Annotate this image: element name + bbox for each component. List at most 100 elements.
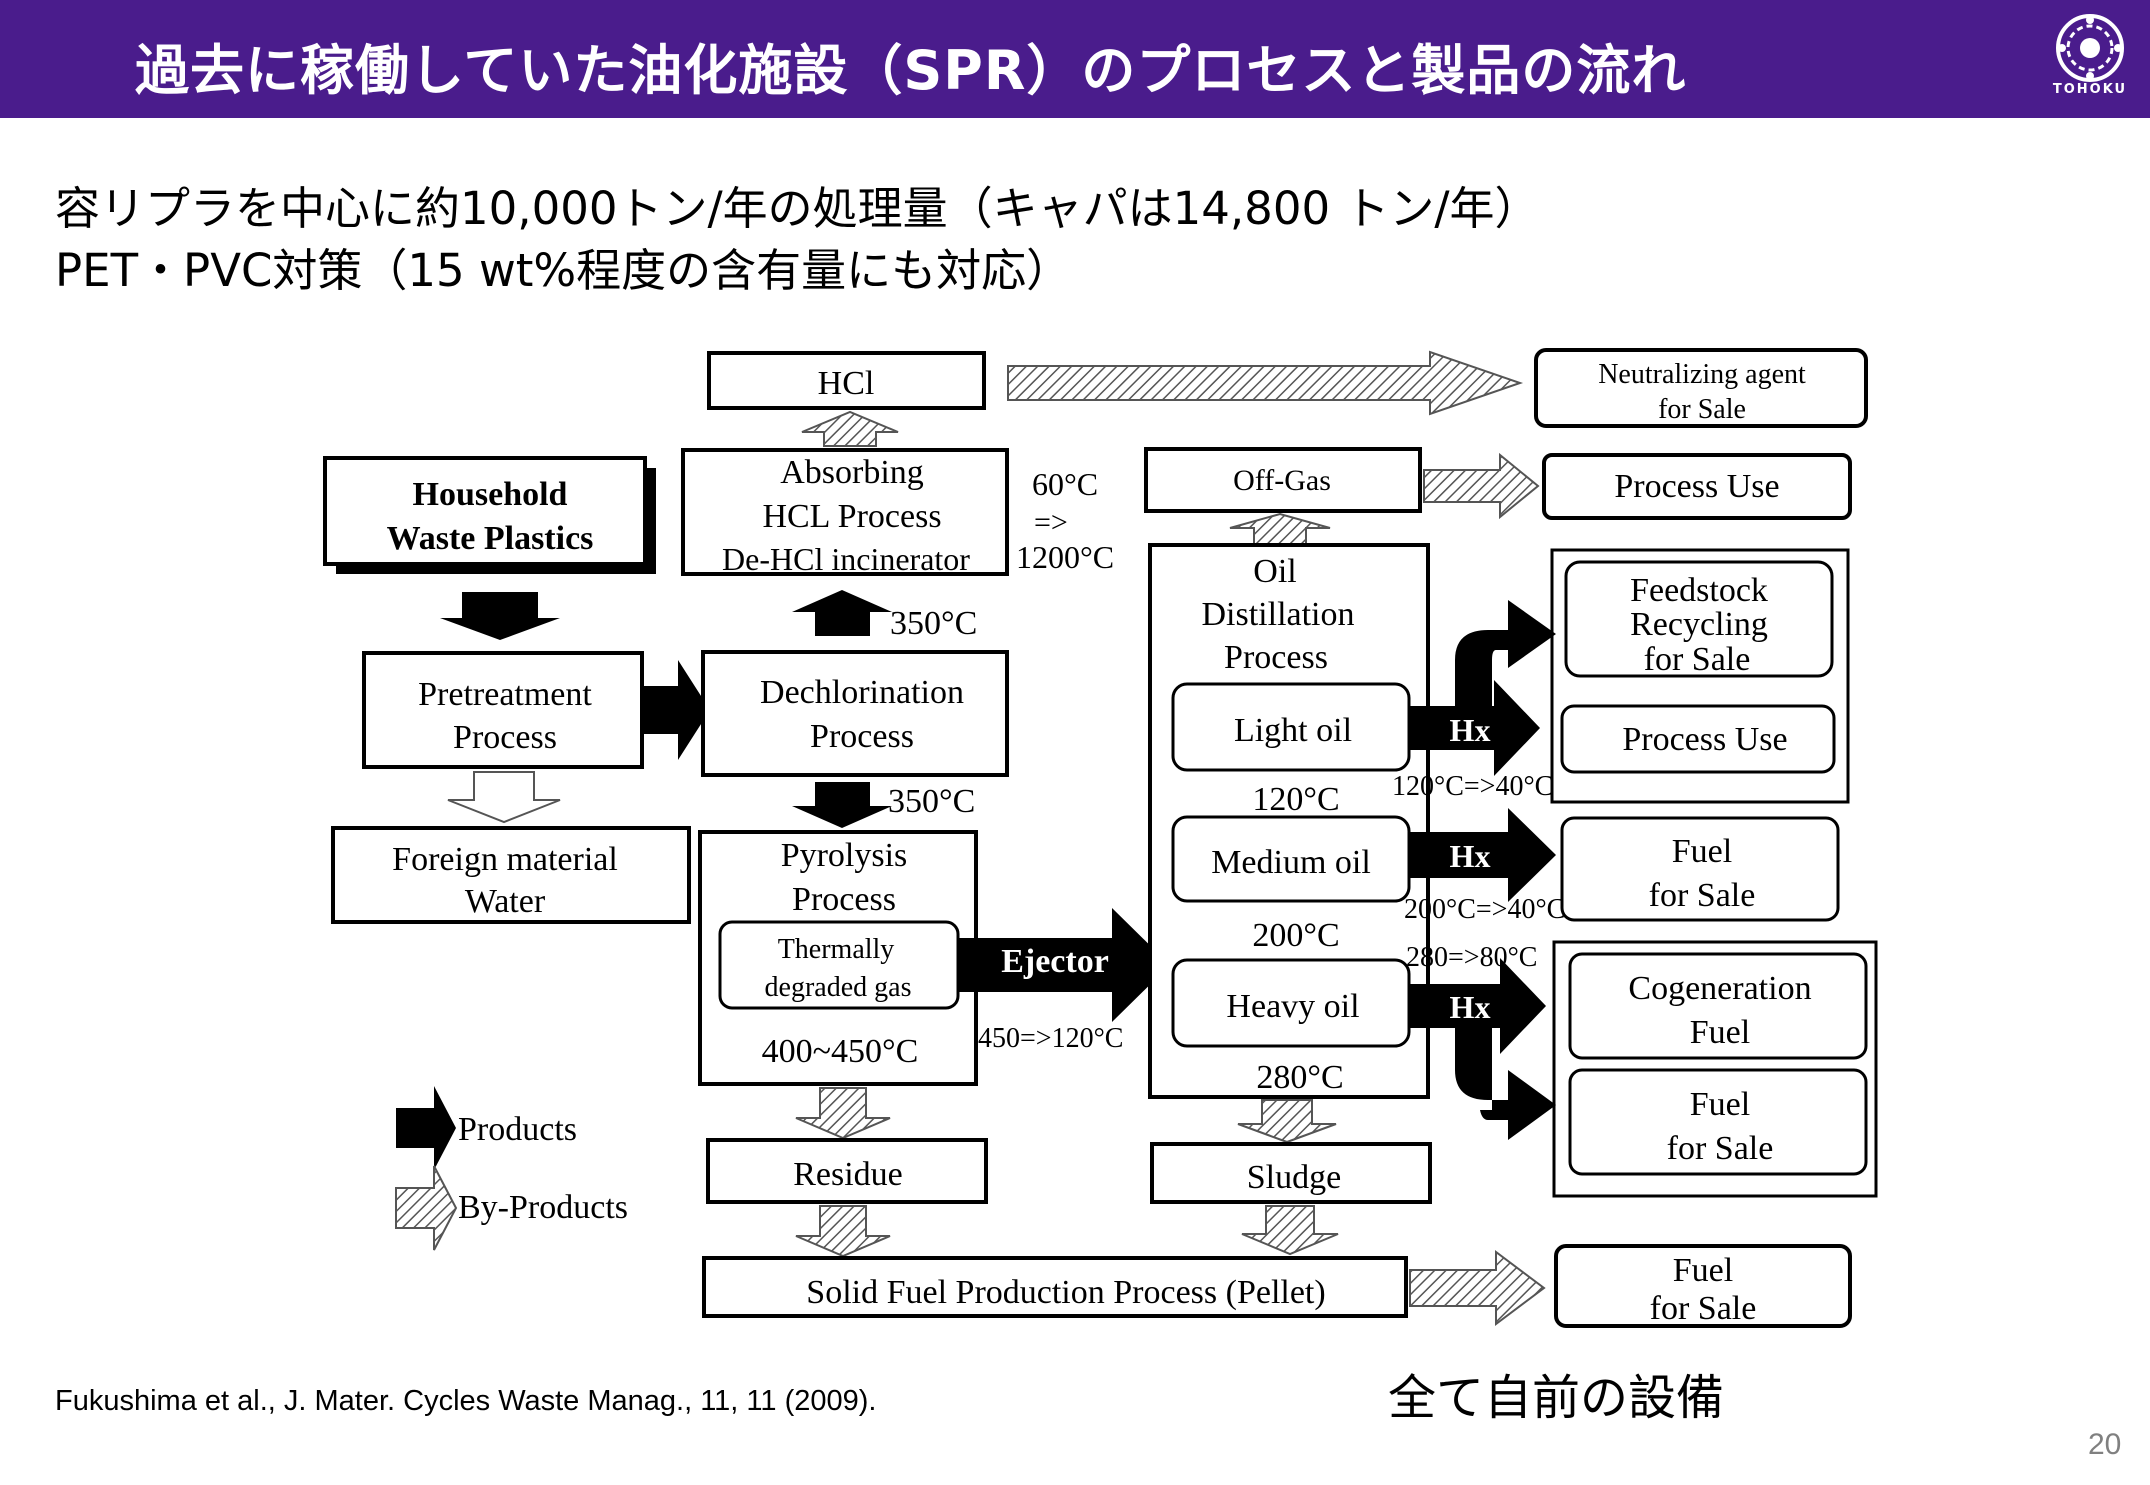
svg-text:for Sale: for Sale <box>1658 394 1746 425</box>
note-own-equipment: 全て自前の設備 <box>1388 1370 1725 1426</box>
svg-text:for Sale: for Sale <box>1649 877 1756 914</box>
svg-text:Pretreatment: Pretreatment <box>418 676 592 713</box>
hcl-box: HCl <box>707 351 986 410</box>
legend-products-icon <box>396 1086 456 1170</box>
svg-text:Solid Fuel Production Process: Solid Fuel Production Process (Pellet) <box>806 1274 1325 1311</box>
citation: Fukushima et al., J. Mater. Cycles Waste… <box>55 1385 877 1417</box>
arrow-offgas-processuse <box>1423 452 1540 520</box>
sludge-box: Sludge <box>1150 1142 1432 1204</box>
subtitle-line-1: 容リプラを中心に約10,000トン/年の処理量（キャパは14,800 トン/年） <box>55 182 1540 235</box>
svg-text:Off-Gas: Off-Gas <box>1233 464 1331 497</box>
svg-text:Heavy oil: Heavy oil <box>1226 988 1359 1025</box>
svg-text:Process: Process <box>1224 639 1328 676</box>
svg-text:Dechlorination: Dechlorination <box>760 674 964 711</box>
svg-text:Foreign material: Foreign material <box>392 841 618 878</box>
arrow-oil-sludge <box>1237 1099 1337 1144</box>
svg-text:for Sale: for Sale <box>1650 1290 1757 1327</box>
svg-text:Process: Process <box>810 718 914 755</box>
svg-text:for Sale: for Sale <box>1644 641 1751 678</box>
fuel-sale-1-box: Fuel for Sale <box>1560 816 1840 922</box>
offgas-box: Off-Gas <box>1144 447 1422 513</box>
process-use-top-box: Process Use <box>1542 453 1852 520</box>
svg-text:Thermally: Thermally <box>778 934 895 965</box>
pyrolysis-box: Pyrolysis Process Thermally degraded gas… <box>698 830 978 1086</box>
svg-text:Feedstock: Feedstock <box>1630 572 1768 609</box>
svg-text:degraded gas: degraded gas <box>765 972 912 1003</box>
arrow-pretreatment-foreign <box>447 771 561 824</box>
svg-text:Recycling: Recycling <box>1630 606 1768 643</box>
pretreatment-box: Pretreatment Process <box>362 651 644 769</box>
hx-branch-up <box>1455 600 1556 706</box>
logo-text: TOHOKU <box>2052 82 2128 97</box>
arrow-pyrolysis-residue <box>795 1087 891 1140</box>
svg-text:Fuel: Fuel <box>1672 833 1732 870</box>
hx-branch-down <box>1455 1028 1556 1140</box>
svg-text:Pyrolysis: Pyrolysis <box>781 837 908 874</box>
legend-byproducts-label: By-Products <box>458 1189 628 1226</box>
process-use-mid-box: Process Use <box>1560 704 1836 774</box>
temp-350-down: 350°C <box>888 783 975 820</box>
hx-label-light: Hx <box>1450 712 1491 748</box>
foreign-material-box: Foreign material Water <box>331 826 691 924</box>
slide-title: 過去に稼働していた油化施設（SPR）のプロセスと製品の流れ <box>135 39 1687 102</box>
residue-box: Residue <box>706 1138 988 1204</box>
hx-label-medium: Hx <box>1450 838 1491 874</box>
temp-200: 200°C <box>1252 917 1339 954</box>
svg-text:Fuel: Fuel <box>1690 1086 1750 1123</box>
svg-text:Residue: Residue <box>793 1156 903 1193</box>
hx-arrow-medium <box>1408 808 1556 902</box>
svg-text:HCl: HCl <box>818 365 875 402</box>
hx-arrow-light <box>1408 680 1540 776</box>
svg-text:Oil: Oil <box>1253 553 1296 590</box>
svg-text:De-HCl incinerator: De-HCl incinerator <box>722 541 970 577</box>
legend-byproducts-icon <box>395 1165 458 1251</box>
svg-text:Process Use: Process Use <box>1614 468 1779 505</box>
medium-oil-box: Medium oil <box>1171 815 1411 903</box>
arrow-hcl-neutralizing <box>1007 350 1524 416</box>
svg-text:400~450°C: 400~450°C <box>762 1033 919 1070</box>
dechlorination-box: Dechlorination Process <box>701 650 1009 777</box>
cogeneration-box: Cogeneration Fuel <box>1568 952 1868 1060</box>
arrow-dechlorination-absorbing <box>792 590 892 636</box>
arrow-residue-solidfuel <box>795 1205 891 1258</box>
arrow-absorbing-hcl <box>801 410 899 447</box>
fuel-sale-3-box: Fuel for Sale <box>1554 1244 1852 1328</box>
svg-text:Absorbing: Absorbing <box>780 454 924 491</box>
absorbing-box: Absorbing HCL Process De-HCl incinerator <box>681 448 1009 577</box>
arrow-oil-offgas <box>1229 512 1331 545</box>
hx-arrow-heavy <box>1408 958 1546 1054</box>
ejector-arrow <box>958 908 1170 1022</box>
svg-text:HCL Process: HCL Process <box>762 498 941 535</box>
arrow-pretreatment-dechlorination <box>644 660 710 760</box>
svg-text:Process: Process <box>792 881 896 918</box>
arrow-solidfuel-fuelsale <box>1409 1250 1546 1326</box>
svg-text:Sludge: Sludge <box>1247 1159 1341 1196</box>
page-number: 20 <box>2088 1428 2122 1461</box>
svg-text:Household: Household <box>413 476 568 513</box>
ejector-label: Ejector <box>1001 943 1109 980</box>
temp-350-up: 350°C <box>890 605 977 642</box>
svg-text:Medium oil: Medium oil <box>1211 844 1371 881</box>
hx-light-temp: 120°C=>40°C <box>1392 771 1553 802</box>
hx-medium-temp: 200°C=>40°C <box>1404 894 1565 925</box>
heavy-oil-box: Heavy oil <box>1171 958 1411 1048</box>
household-box: Household Waste Plastics <box>323 456 656 574</box>
neutralizing-box: Neutralizing agent for Sale <box>1534 348 1868 428</box>
svg-text:Distillation: Distillation <box>1202 596 1355 633</box>
hx-label-heavy: Hx <box>1450 989 1491 1025</box>
group-heavy-oil-products <box>1552 940 1878 1198</box>
header-bar <box>0 0 2150 118</box>
svg-text:Process Use: Process Use <box>1622 721 1787 758</box>
temp-ejector: 450=>120°C <box>978 1023 1123 1054</box>
arrow-sludge-solidfuel <box>1241 1205 1339 1256</box>
svg-text:for Sale: for Sale <box>1667 1130 1774 1167</box>
group-light-oil-products <box>1550 548 1850 804</box>
temp-arrow-text: => <box>1034 506 1068 539</box>
svg-text:Waste Plastics: Waste Plastics <box>387 520 594 557</box>
light-oil-box: Light oil <box>1171 682 1411 772</box>
hx-heavy-temp: 280=>80°C <box>1406 942 1537 973</box>
temp-120: 120°C <box>1252 781 1339 818</box>
subtitle-line-2: PET・PVC対策（15 wt%程度の含有量にも対応） <box>55 244 1072 297</box>
svg-text:Fuel: Fuel <box>1673 1252 1733 1289</box>
